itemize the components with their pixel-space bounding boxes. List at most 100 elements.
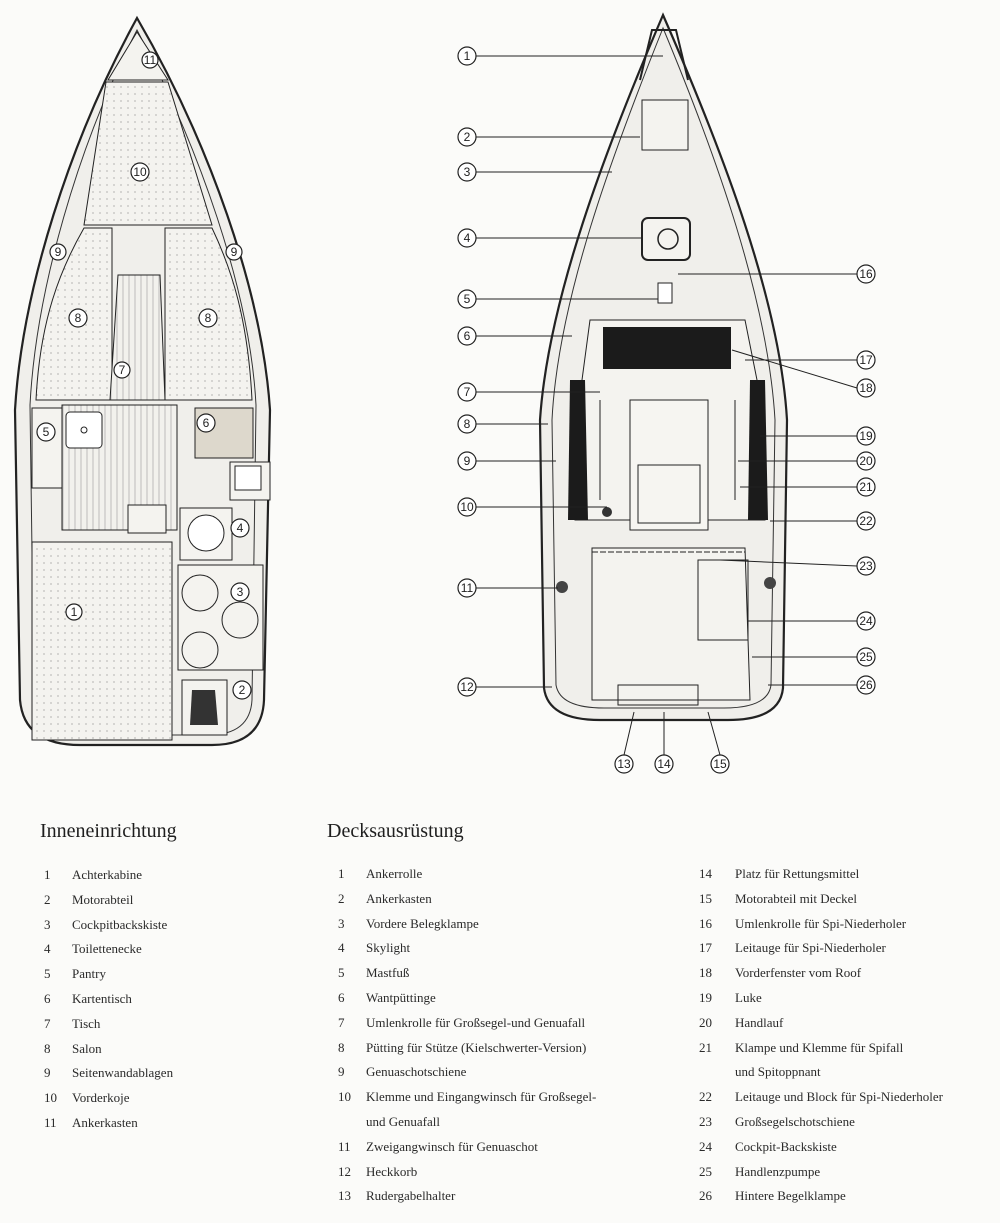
legend-label: Platz für Rettungsmittel — [735, 866, 860, 881]
legend-number: 8 — [44, 1040, 51, 1056]
marker-8b: 8 — [205, 311, 212, 325]
legend-number: 24 — [699, 1138, 712, 1154]
legend-label: Genuaschotschiene — [366, 1064, 467, 1080]
legend-item: 1 Ankerrolle — [338, 862, 596, 887]
legend-label: Vorderfenster vom Roof — [735, 965, 862, 981]
legend-item: 24 Cockpit-Backskiste — [699, 1135, 943, 1160]
legend-label: Achterkabine — [72, 867, 143, 882]
legend-number: 5 — [338, 965, 345, 981]
callout-4: 4 — [464, 231, 471, 245]
legend-number: 2 — [338, 890, 345, 906]
legend-number: 4 — [338, 940, 345, 956]
legend-item: 19 Luke — [699, 986, 943, 1011]
legend-item: 8 Salon — [44, 1037, 173, 1062]
callout-25: 25 — [859, 650, 873, 664]
legend-number: 9 — [338, 1064, 345, 1080]
legend-label: Vorderkoje — [72, 1090, 130, 1106]
callout-12: 12 — [460, 680, 474, 694]
callout-7: 7 — [464, 385, 471, 399]
marker-4: 4 — [237, 521, 244, 535]
legend-item: 15 Motorabteil mit Deckel — [699, 887, 943, 912]
callout-8: 8 — [464, 417, 471, 431]
legend-number: 10 — [44, 1090, 57, 1106]
v-berth — [83, 81, 213, 226]
legend-number: 18 — [699, 965, 712, 981]
legend-label: Leitauge für Spi-Niederholer — [735, 940, 886, 956]
marker-9b: 9 — [231, 245, 238, 259]
diagrams: 1 2 3 4 5 6 7 8 8 9 9 10 11 — [13, 12, 876, 774]
legend-number: 19 — [699, 989, 712, 1005]
legend-item: 20 Handlauf — [699, 1011, 943, 1036]
table — [109, 274, 166, 401]
callout-9: 9 — [464, 454, 471, 468]
legend-number: 4 — [44, 941, 51, 957]
legend-item: 14 Platz für Rettungsmittel — [699, 862, 943, 887]
legend-label: Toilettenecke — [72, 941, 142, 957]
legend-label: Luke — [735, 989, 762, 1005]
callout-11: 11 — [461, 581, 474, 595]
legend-item: 4 Toilettenecke — [44, 937, 173, 962]
front-window — [603, 327, 731, 369]
legend-label: Motorabteil mit Deckel — [735, 890, 858, 906]
legend-label: Umlenkrolle für Großsegel-und Genuafall — [366, 1014, 586, 1030]
legend-number: 2 — [44, 891, 51, 907]
callout-17: 17 — [859, 353, 873, 367]
legend-number: 10 — [338, 1089, 351, 1105]
marker-5: 5 — [43, 425, 50, 439]
interior-plan: 1 2 3 4 5 6 7 8 8 9 9 10 11 — [13, 15, 272, 747]
marker-11: 11 — [144, 53, 157, 67]
marker-1: 1 — [71, 605, 78, 619]
legend-label: Salon — [72, 1040, 102, 1056]
legend-number: 22 — [699, 1089, 712, 1105]
legend-label: Zweigangwinsch für Genuaschot — [366, 1138, 538, 1154]
legend-label: Umlenkrolle für Spi-Niederholer — [735, 915, 907, 931]
interior-title: Inneneinrichtung — [40, 820, 177, 842]
legend-number: 14 — [699, 866, 712, 881]
legend-number: 17 — [699, 940, 712, 956]
legend-label: Seitenwandablagen — [72, 1065, 174, 1081]
legend-label: Klampe und Klemme für Spifall — [735, 1039, 904, 1055]
marker-3: 3 — [237, 585, 244, 599]
legend-number: 6 — [338, 989, 345, 1005]
legend-label: Mastfuß — [366, 965, 410, 981]
aft-cabin — [31, 541, 173, 741]
legend-item: 10 Vorderkoje — [44, 1086, 173, 1111]
legend-number: 23 — [699, 1113, 712, 1129]
legend-item: 18 Vorderfenster vom Roof — [699, 961, 943, 986]
callout-10: 10 — [460, 500, 474, 514]
marker-7: 7 — [119, 363, 126, 377]
legend-number: 15 — [699, 890, 712, 906]
anchor-locker-lid — [641, 99, 689, 151]
legend-number: 21 — [699, 1039, 712, 1055]
callout-leaders — [476, 55, 858, 756]
callout-19: 19 — [859, 429, 873, 443]
legend-label: Ankerkasten — [72, 1114, 138, 1130]
legend-number: 1 — [338, 866, 345, 881]
callout-13: 13 — [617, 757, 631, 771]
legend-number: 11 — [338, 1138, 351, 1154]
legend-item: 9 Genuaschotschiene — [338, 1060, 596, 1085]
marker-6: 6 — [203, 416, 210, 430]
legend-number: 20 — [699, 1014, 712, 1030]
legend-label: Ankerrolle — [366, 866, 423, 881]
legend-label: Cockpit-Backskiste — [735, 1138, 837, 1154]
legend-label: Skylight — [366, 940, 411, 956]
legend-label: Handlauf — [735, 1014, 784, 1030]
